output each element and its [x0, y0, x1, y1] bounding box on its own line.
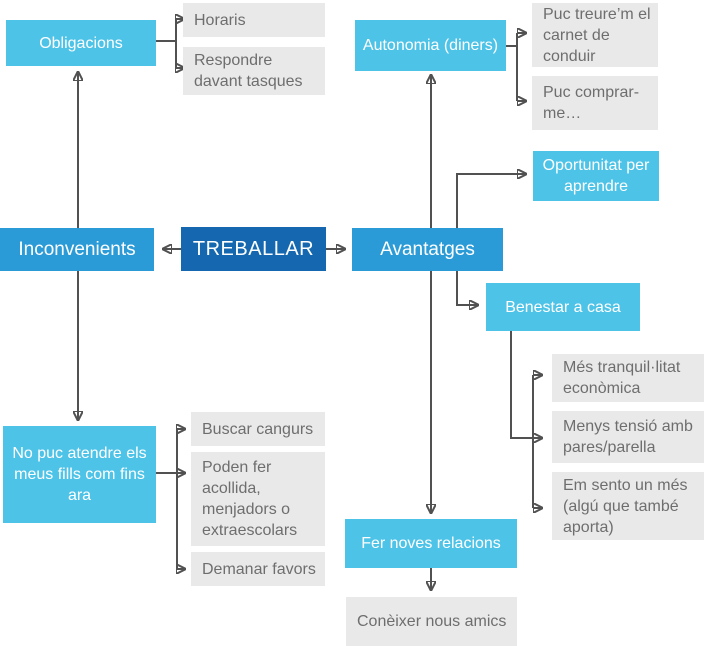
node-menys-tensio: Menys tensió amb pares/parella — [552, 411, 704, 463]
node-fer-noves-relacions: Fer noves relacions — [345, 519, 517, 568]
node-avantatges: Avantatges — [352, 228, 503, 271]
connector-autonomia-stem — [506, 33, 518, 101]
node-buscar-cangurs: Buscar cangurs — [191, 412, 325, 446]
node-puc-comprar-me: Puc comprar-me… — [532, 76, 658, 130]
node-benestar-a-casa: Benestar a casa — [486, 283, 640, 331]
node-coneixer-nous-amics: Conèixer nous amics — [346, 597, 517, 646]
node-oportunitat-aprendre: Oportunitat per aprendre — [533, 151, 659, 201]
node-autonomia-diners: Autonomia (diners) — [355, 20, 506, 71]
node-puc-treure-carnet: Puc treure’m el carnet de conduir — [532, 3, 658, 67]
node-em-sento-un-mes: Em sento un més (algú que també aporta) — [552, 472, 704, 540]
connector-nopuc-stem — [156, 429, 178, 569]
connector-obligacions-stem — [156, 19, 177, 68]
connector-avantatges-benestar — [456, 271, 478, 305]
node-demanar-favors: Demanar favors — [191, 552, 325, 586]
node-treballar-root: TREBALLAR — [181, 227, 326, 271]
connector-avantatges-oportunitat — [456, 174, 526, 228]
node-horaris: Horaris — [183, 3, 325, 37]
connector-benestar-stem — [510, 331, 534, 508]
node-poden-fer-acollida: Poden fer acollida, menjadors o extraesc… — [191, 452, 325, 546]
node-no-puc-atendre: No puc atendre els meus fills com fins a… — [3, 426, 156, 523]
node-inconvenients: Inconvenients — [0, 228, 154, 271]
node-respondre-davant-tasques: Respondre davant tasques — [183, 47, 325, 95]
node-obligacions: Obligacions — [6, 20, 156, 66]
node-mes-tranquillitat: Més tranquil·litat econòmica — [552, 354, 704, 402]
